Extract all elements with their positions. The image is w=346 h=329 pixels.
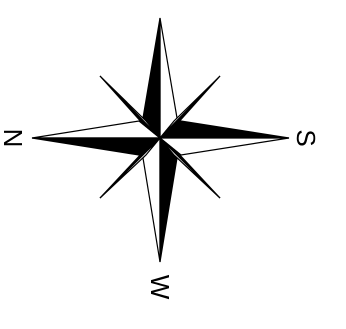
cardinal-point-right [160,121,289,155]
compass-rose [32,18,289,262]
cardinal-point-left [32,121,160,155]
cardinal-point-up [143,18,177,138]
cardinal-point-down-light-half [143,138,160,262]
north-label: N [0,129,28,148]
cardinal-point-right-light-half [160,138,289,155]
compass-center-dot [159,137,162,140]
cardinal-point-down-dark-half [160,138,177,262]
cardinal-point-right-dark-half [160,121,289,138]
cardinal-point-down [143,138,177,262]
cardinal-point-left-dark-half [32,138,160,155]
west-label: W [145,275,175,300]
south-label: S [291,129,321,146]
cardinal-point-left-light-half [32,121,160,138]
